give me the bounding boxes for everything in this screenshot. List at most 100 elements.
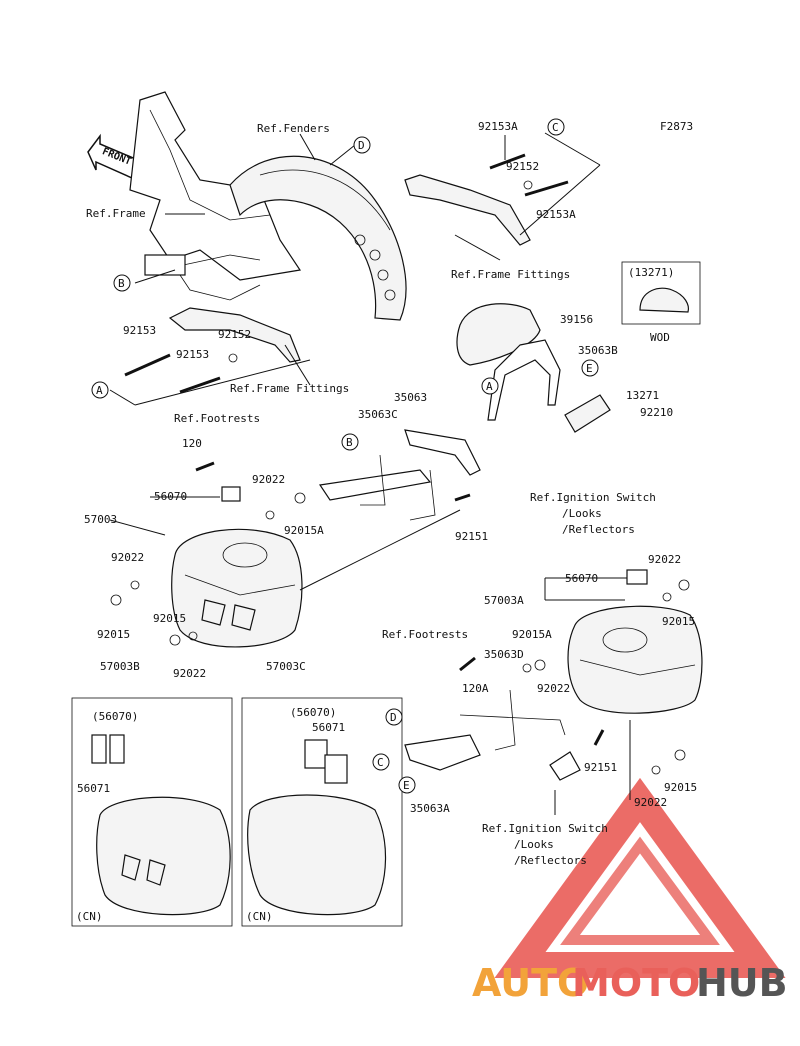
nut-92015-d [674,749,686,761]
callout-A-left: A [91,381,109,399]
pn-35063: 35063 [394,391,427,404]
pn-120A: 120A [462,682,489,695]
pn-57003: 57003 [84,513,117,526]
svg-text:D: D [390,711,397,724]
pn-35063B: 35063B [578,344,618,357]
pn-57003B: 57003B [100,660,140,673]
pn-92152-top: 92152 [506,160,539,173]
svg-text:B: B [346,436,353,449]
ref-ignition-left: Ref.Ignition Switch /Looks /Reflectors [530,491,656,536]
ref-ignition-right: Ref.Ignition Switch /Looks /Reflectors [482,822,608,867]
pn-92015A-a: 92015A [284,524,324,537]
pn-92151-b: 92151 [584,761,617,774]
svg-text:Ref.Ignition Switch: Ref.Ignition Switch [482,822,608,835]
cn-label-c: (CN) [246,910,273,923]
ref-frame: Ref.Frame [86,207,146,220]
part-number-labels: 92153A 92152 92153A 92153 92152 92153 39… [77,120,697,815]
svg-text:A: A [96,384,103,397]
nut-92015-c [678,579,690,591]
watermark-text: AUTO MOTO HUB [472,961,788,1005]
watermark-hub: HUB [696,961,788,1005]
ref-fenders: Ref.Fenders [257,122,330,135]
support-rail-left [318,429,481,521]
bolt-120A [459,656,476,672]
pn-92015-b: 92015 [153,612,186,625]
pn-92015A-b: 92015A [512,628,552,641]
callout-C-top: C [547,118,565,136]
support-rail-right [404,689,581,781]
pn-13271: 13271 [626,389,659,402]
pn-56071-box-c: 56071 [312,721,345,734]
callout-B-mid: B [341,433,359,451]
callouts: D C B A A E B D C E [91,118,599,794]
decal-56070-a [221,486,241,502]
pn-92153-left: 92153 [123,324,156,337]
pn-92210: 92210 [640,406,673,419]
watermark-moto: MOTO [572,961,700,1005]
washer-92022-f [651,765,661,775]
washer-92022-b [130,580,140,590]
pn-92022-f: 92022 [634,796,667,809]
svg-text:E: E [403,779,410,792]
svg-text:/Reflectors: /Reflectors [514,854,587,867]
pn-92015-d: 92015 [664,781,697,794]
ref-footrests-left: Ref.Footrests [174,412,260,425]
callout-E-right: E [581,359,599,377]
svg-text:/Looks: /Looks [562,507,602,520]
pn-56070-a: 56070 [154,490,187,503]
washer-92022-d [662,592,672,602]
nut-92015A-b [534,659,546,671]
inset-part-label: (13271) [628,266,674,279]
callout-A-mid: A [481,377,499,395]
pn-92022-b: 92022 [111,551,144,564]
svg-text:Ref.Ignition Switch: Ref.Ignition Switch [530,491,656,504]
washer-92152-left [228,353,238,363]
pn-56071-box-b: 56071 [77,782,110,795]
bolt-92153A-top [489,153,526,170]
nut-92015-b [169,634,181,646]
pn-56070-b: 56070 [565,572,598,585]
plate-13271 [564,394,611,433]
decal-56070-b [626,569,648,585]
pn-56070-box-c: (56070) [290,706,336,719]
callout-D-top: D [353,136,371,154]
pn-92022-c: 92022 [173,667,206,680]
pn-56070-box-b: (56070) [92,710,138,723]
leader-lines-upper [109,132,601,406]
pn-92153A-top: 92153A [478,120,518,133]
washer-92152-top [523,180,533,190]
pn-92153A-mid: 92153A [536,208,576,221]
svg-text:C: C [377,756,384,769]
ref-frame-fittings-top: Ref.Frame Fittings [451,268,570,281]
pn-57003C: 57003C [266,660,306,673]
svg-text:D: D [358,139,365,152]
variant-box-57003B [71,697,233,927]
saddlebag-57003 [171,528,303,648]
svg-text:B: B [118,277,125,290]
watermark-auto: AUTO [472,961,589,1005]
nut-92022-a [294,492,306,504]
pn-92152-left: 92152 [218,328,251,341]
bolt-92151-b [593,729,605,746]
variant-box-57003C [241,697,403,927]
ref-footrests-right: Ref.Footrests [382,628,468,641]
bolt-92151-a [454,493,471,502]
bolt-92153-left2 [179,376,221,394]
saddlebag-57003A [567,605,703,714]
svg-text:/Looks: /Looks [514,838,554,851]
cn-label-b: (CN) [76,910,103,923]
pn-35063A: 35063A [410,802,450,815]
figure-code: F2873 [660,120,693,133]
bracket-35063B [487,339,561,421]
bolt-120 [195,461,215,472]
pn-35063D: 35063D [484,648,524,661]
washer-92022-c [188,631,198,641]
pn-57003A: 57003A [484,594,524,607]
pn-92015-a: 92015 [97,628,130,641]
svg-text:C: C [552,121,559,134]
washer-92015A-a [265,510,275,520]
watermark-logo [494,777,786,978]
pn-92153-left2: 92153 [176,348,209,361]
inset-wod [621,261,701,325]
